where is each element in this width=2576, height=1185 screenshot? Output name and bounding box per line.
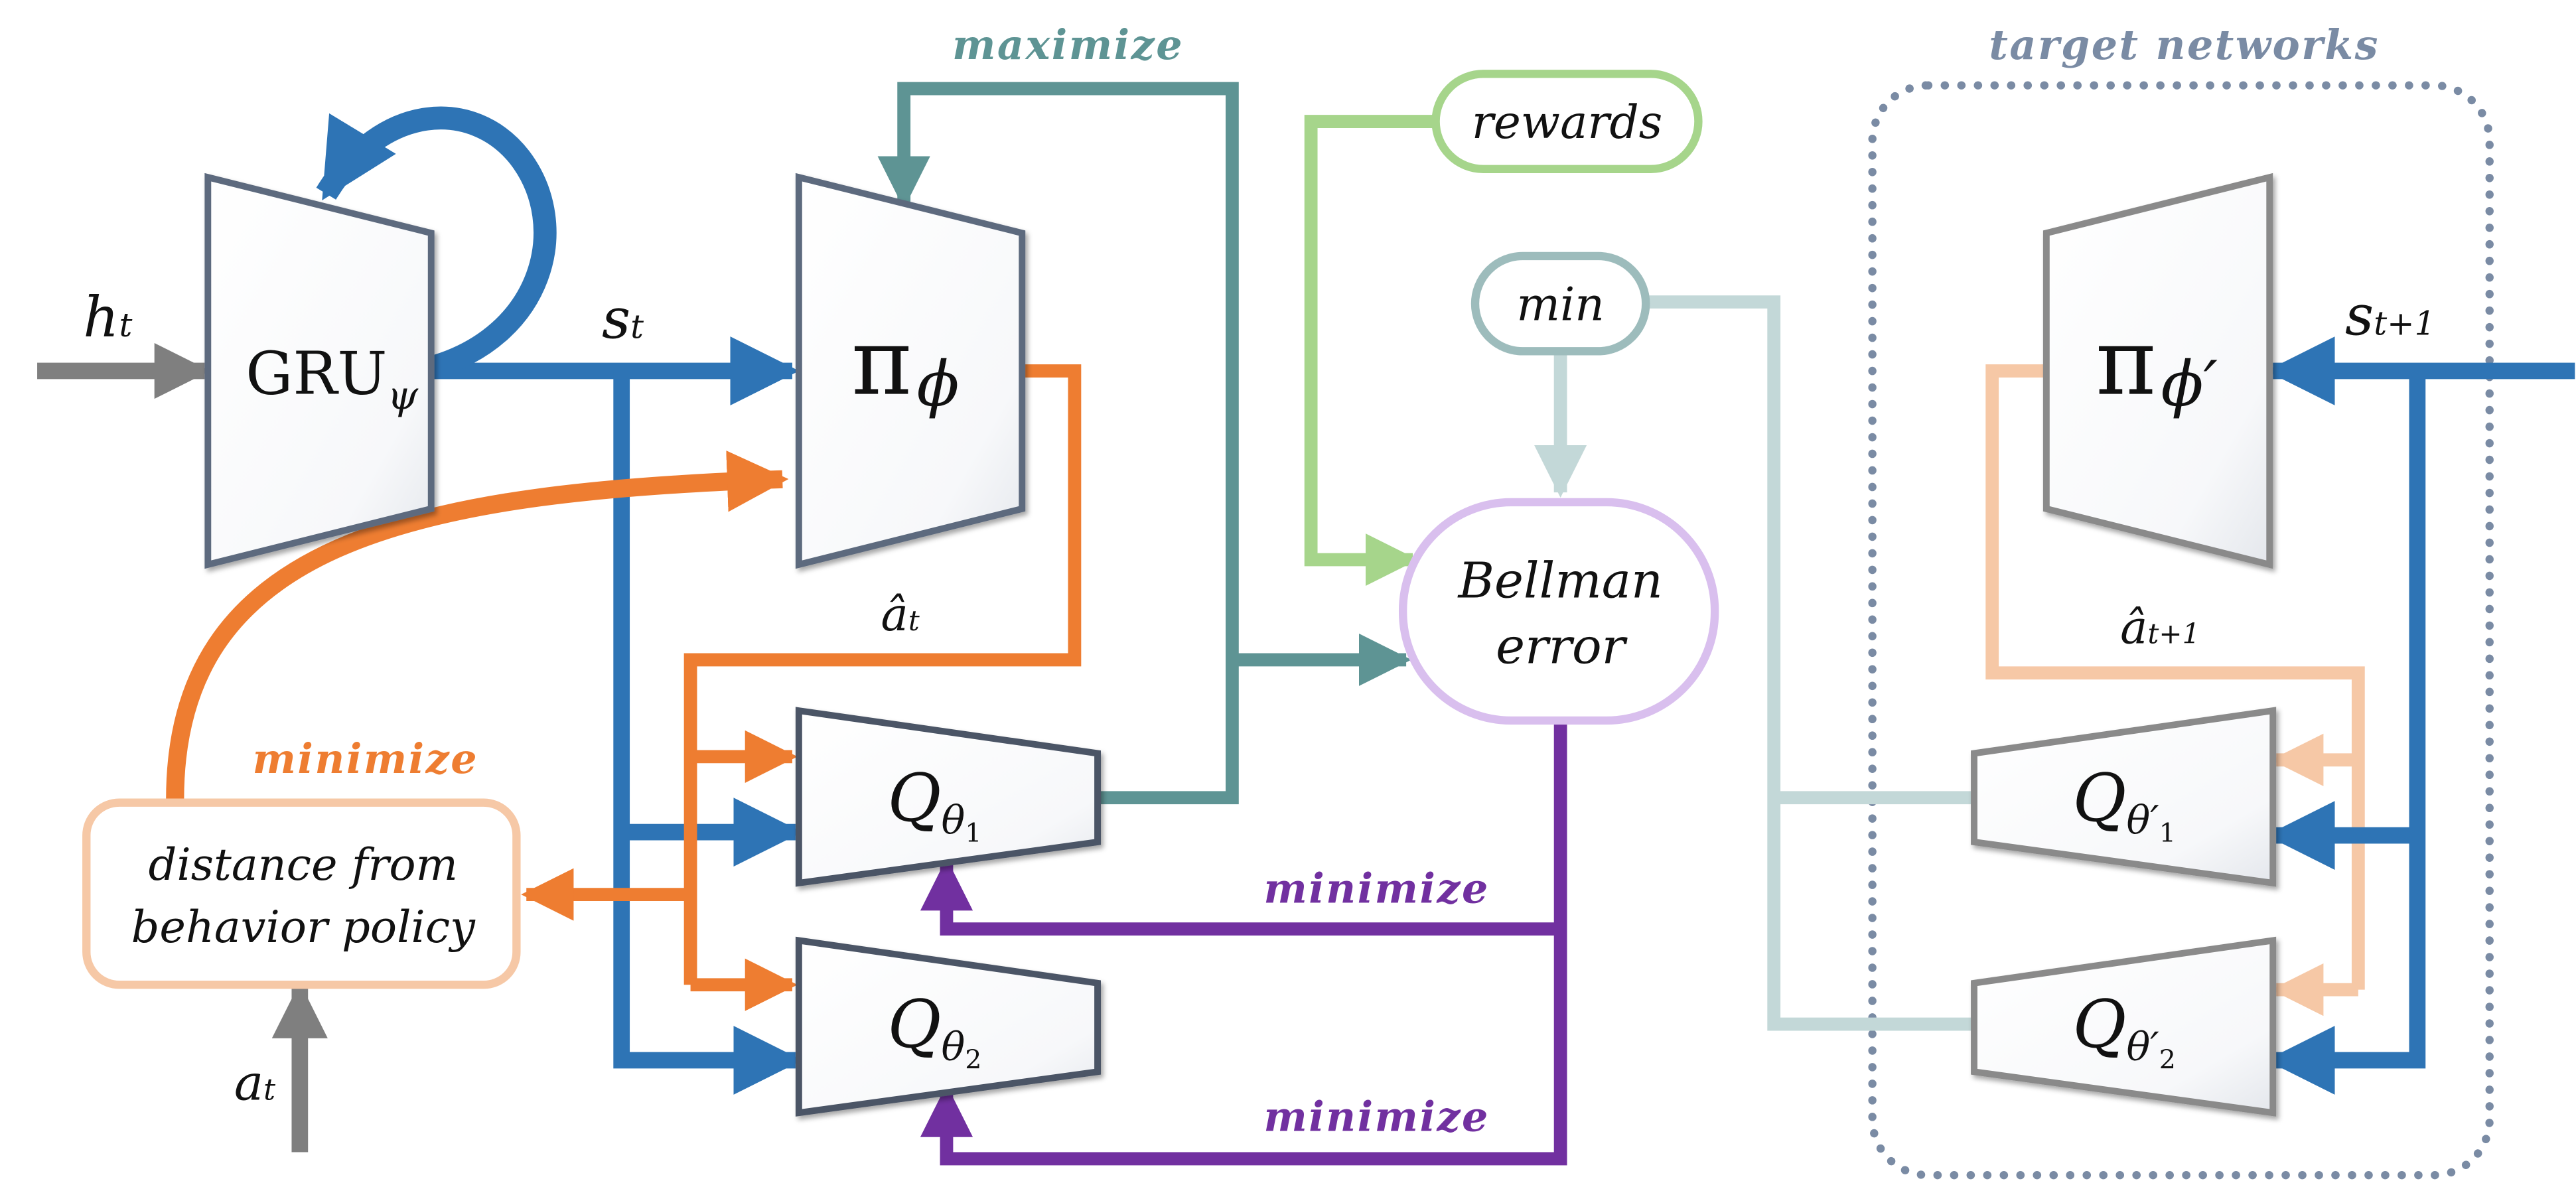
history-label: ht xyxy=(83,285,132,350)
bellman-text-line-2: error xyxy=(1496,617,1628,675)
next-state-label: st+1 xyxy=(2345,283,2435,348)
rewards-text: rewards xyxy=(1472,96,1663,149)
policy-regularization-arrow xyxy=(166,451,789,805)
maximize-label: maximize xyxy=(952,21,1184,69)
target-networks-title: target networks xyxy=(1989,21,2380,69)
rewards-connector xyxy=(1304,115,1436,587)
target-actor-block xyxy=(2042,173,2273,569)
distance-text-line-1: distance from xyxy=(149,839,458,890)
critic-2-minimize-label: minimize xyxy=(1263,1092,1489,1141)
rewards-box xyxy=(1431,70,1703,173)
min-box xyxy=(1470,251,1650,356)
critic-1-minimize-label: minimize xyxy=(1263,865,1489,913)
target-networks-box xyxy=(1868,81,2494,1180)
critic-2-label: Qθ2 xyxy=(887,987,981,1075)
target-critic-2-label: Qθ′2 xyxy=(2072,987,2176,1075)
recurrent-loop-arrow xyxy=(316,106,557,379)
target-critic-1-label: Qθ′1 xyxy=(2072,760,2176,849)
bellman-error-box xyxy=(1398,498,1719,725)
min-to-target-q-connector xyxy=(1642,295,1974,1031)
target-action-connector xyxy=(1985,364,2365,1016)
state-label: st xyxy=(602,287,644,352)
min-text: min xyxy=(1516,278,1604,331)
target-critic-2-block xyxy=(1971,936,2277,1117)
policy-minimize-label: minimize xyxy=(253,734,479,783)
critic-1-label: Qθ1 xyxy=(887,760,981,849)
action-connector xyxy=(521,364,1082,1011)
action-label: ât xyxy=(881,589,920,642)
critic-1-block xyxy=(795,707,1101,887)
gru-encoder-block xyxy=(204,173,435,569)
distance-box xyxy=(82,798,521,989)
behavior-action-label: at xyxy=(234,1054,275,1111)
critic-2-block xyxy=(795,936,1101,1117)
gru-label: GRUψ xyxy=(246,340,419,418)
bellman-error-connector xyxy=(920,719,1567,1166)
q1-value-connector xyxy=(877,82,1412,805)
target-critic-1-block xyxy=(1971,707,2277,887)
state-connector xyxy=(431,336,2575,1095)
next-action-label: ât+1 xyxy=(2120,602,2200,655)
distance-text-line-2: behavior policy xyxy=(131,901,476,953)
actor-block xyxy=(795,173,1026,569)
bellman-text-line-1: Bellman xyxy=(1457,551,1662,609)
